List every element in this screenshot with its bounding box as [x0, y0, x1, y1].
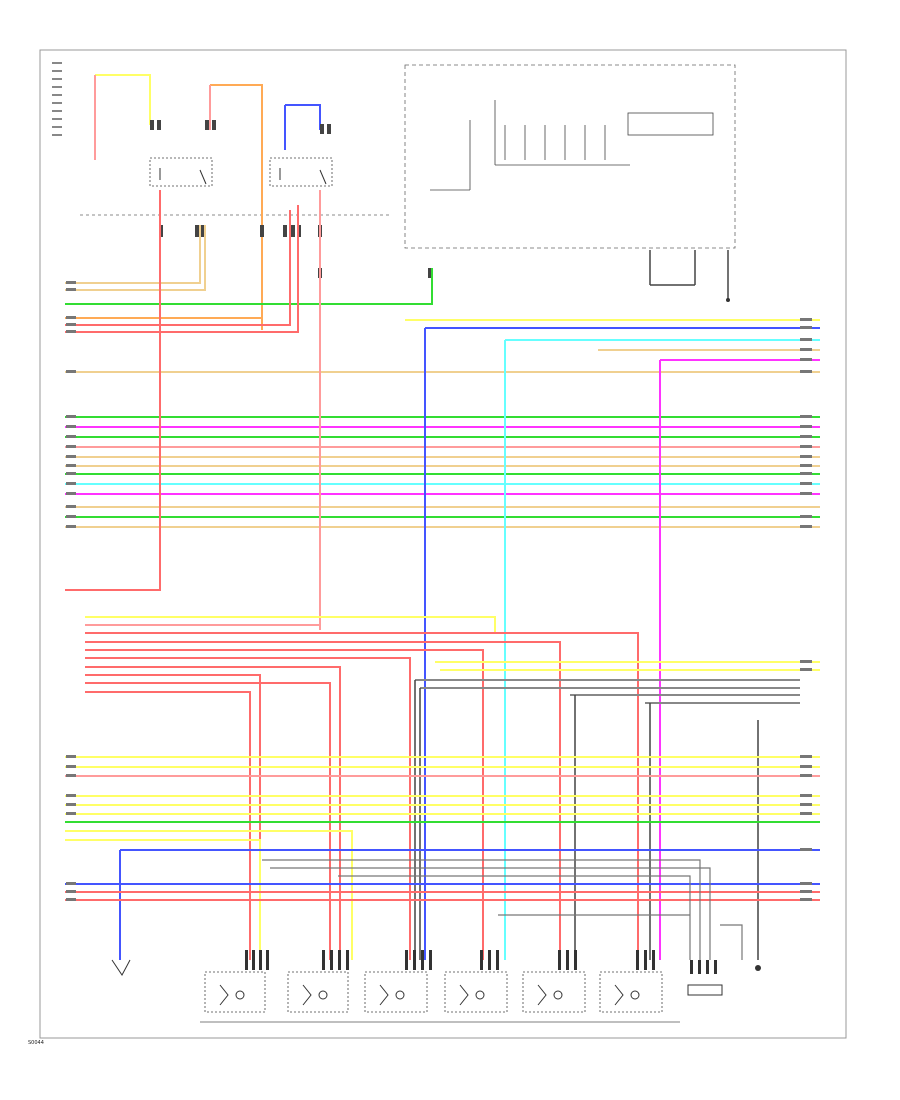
bus-wires-top: [65, 205, 820, 373]
coil-6: [599, 971, 663, 1013]
top-relays: [149, 157, 333, 187]
control-module-box: [404, 64, 736, 249]
coil-symbols: [219, 984, 640, 1006]
module-inner-box: [627, 112, 714, 136]
knock-sensor: [687, 984, 723, 996]
right-bus-drops: [414, 680, 759, 960]
bus-wires-lower: [65, 756, 820, 960]
top-fuse-wires: [94, 74, 321, 330]
left-fuse-label: [52, 62, 62, 136]
coil-5: [522, 971, 586, 1013]
sensor-wires: [262, 859, 743, 960]
crank-sensor: [755, 965, 761, 971]
injector-feed-wires: [85, 616, 639, 960]
coil-1: [204, 971, 266, 1013]
relay-contacts: [159, 168, 327, 185]
left-sensor: [111, 959, 131, 976]
vertical-wires: [65, 190, 661, 960]
module-inner-lines: [430, 100, 630, 191]
wire-tags-right: [800, 318, 812, 901]
bus-wires-middle: [65, 416, 820, 528]
coil-4: [444, 971, 508, 1013]
ignition-coils: [204, 971, 663, 1013]
diagram-border: [39, 49, 847, 1039]
wire-tags-left: [66, 281, 76, 901]
injector-connectors: [245, 950, 717, 974]
ground-icon: [726, 298, 730, 302]
coil-2: [287, 971, 349, 1013]
diagram-code: S0044: [28, 1040, 44, 1046]
coil-3: [364, 971, 428, 1013]
module-sub-connector: [649, 250, 729, 300]
right-bus-wires: [415, 661, 820, 704]
